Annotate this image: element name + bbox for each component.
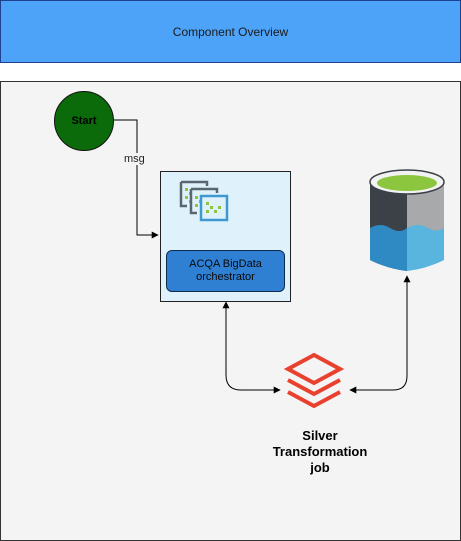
- job-label: Silver Transformation job: [255, 428, 385, 476]
- job-label-line1: Silver: [302, 428, 338, 443]
- edge-label-msg: msg: [123, 153, 146, 165]
- edge-orchestrator-job[interactable]: [222, 301, 281, 394]
- orchestrator-node[interactable]: ACQA BigData orchestrator: [160, 171, 291, 302]
- job-label-line2: Transformation: [272, 444, 368, 459]
- data-lake-storage-icon[interactable]: [368, 168, 446, 274]
- diagram-title: Component Overview: [172, 24, 289, 39]
- orchestrator-label: ACQA BigData orchestrator: [166, 250, 285, 292]
- start-node[interactable]: Start: [54, 91, 114, 151]
- edge-start-to-orchestrator[interactable]: [112, 119, 159, 239]
- diagram-header: Component Overview: [0, 0, 461, 63]
- orchestrator-label-line2: orchestrator: [196, 271, 255, 283]
- databricks-icon[interactable]: [284, 351, 344, 413]
- edge-job-storage[interactable]: [349, 275, 411, 394]
- job-label-line3: job: [310, 460, 330, 475]
- start-label: Start: [71, 115, 97, 127]
- orchestrator-label-line1: ACQA BigData: [189, 258, 262, 270]
- data-factory-pipeline-icon: [179, 180, 229, 222]
